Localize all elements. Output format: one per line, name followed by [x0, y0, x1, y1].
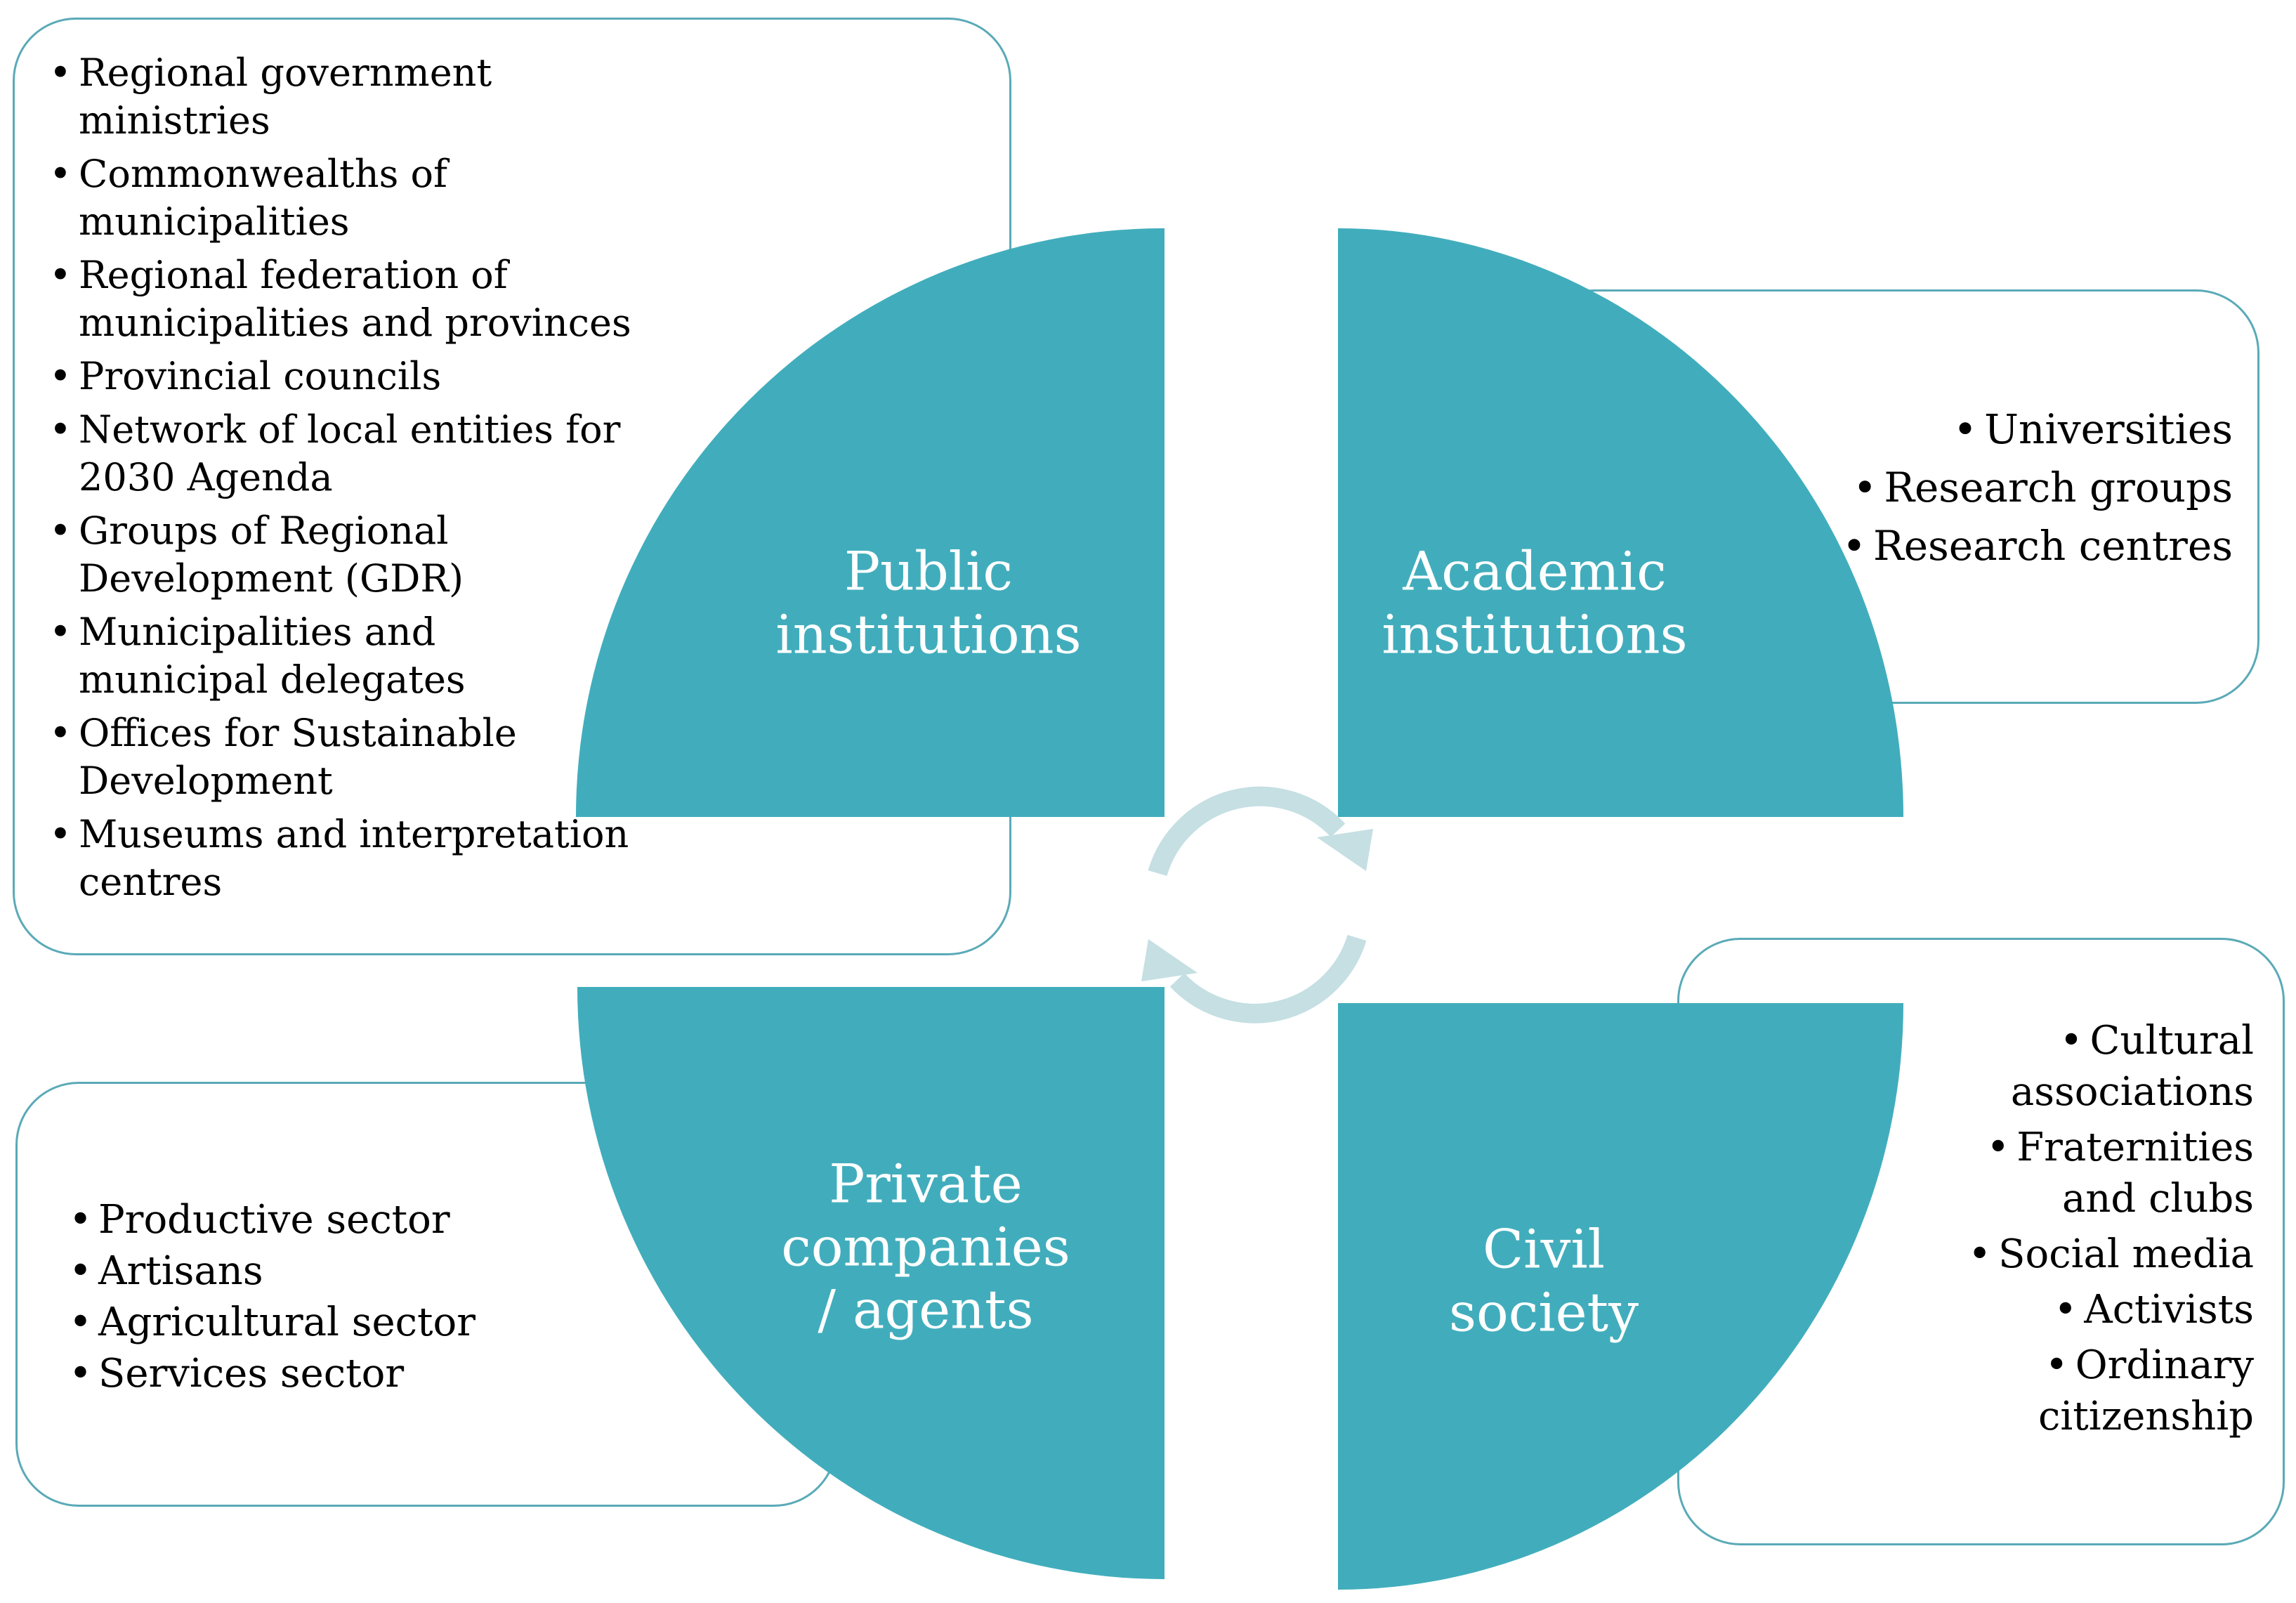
civil-society-list: Cultural associations Fraternities and c… — [1924, 1015, 2254, 1446]
list-item: Provincial councils — [49, 353, 634, 400]
list-item: Productive sector — [69, 1194, 576, 1245]
list-item: Research groups — [1839, 459, 2233, 517]
list-item: Activists — [1924, 1284, 2254, 1335]
academic-institutions-list: Universities Research groups Research ce… — [1839, 400, 2233, 575]
list-item: Groups of Regional Development (GDR) — [49, 507, 634, 603]
public-institutions-list: Regional government ministries Commonwea… — [49, 49, 634, 912]
list-item: Museums and interpretation centres — [49, 811, 634, 906]
private-companies-list: Productive sector Artisans Agricultural … — [69, 1194, 576, 1399]
cycle-arrow-top — [1148, 786, 1346, 877]
list-item: Municipalities and municipal delegates — [49, 608, 634, 704]
quadrant-label-public: Public institutions — [775, 539, 1082, 665]
cycle-arrowhead-bottom — [1141, 939, 1198, 981]
list-item: Ordinary citizenship — [1924, 1340, 2254, 1442]
list-item: Commonwealths of municipalities — [49, 150, 634, 246]
list-item: Cultural associations — [1924, 1015, 2254, 1118]
cycle-arrow-bottom — [1169, 934, 1367, 1023]
list-item: Artisans — [69, 1245, 576, 1297]
quadrant-label-academic: Academic institutions — [1382, 539, 1688, 665]
quadrant-label-civil: Civil society — [1448, 1217, 1639, 1343]
list-item: Social media — [1924, 1229, 2254, 1280]
list-item: Research centres — [1839, 517, 2233, 575]
list-item: Fraternities and clubs — [1924, 1122, 2254, 1224]
quadrant-label-private: Private companies / agents — [781, 1152, 1070, 1341]
list-item: Agricultural sector — [69, 1297, 576, 1348]
list-item: Regional government ministries — [49, 49, 634, 145]
list-item: Universities — [1839, 400, 2233, 459]
list-item: Services sector — [69, 1348, 576, 1399]
list-item: Network of local entities for 2030 Agend… — [49, 406, 634, 502]
list-item: Regional federation of municipalities an… — [49, 251, 634, 347]
cycle-arrowhead-top — [1317, 829, 1373, 871]
list-item: Offices for Sustainable Development — [49, 709, 634, 805]
